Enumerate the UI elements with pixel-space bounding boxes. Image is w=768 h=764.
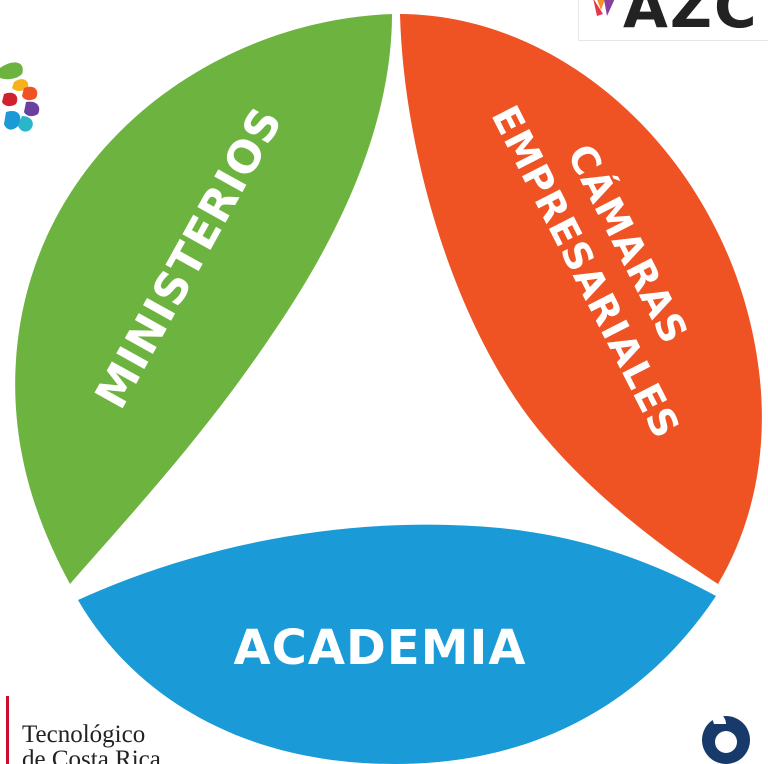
azc-logo-text: AZC (623, 0, 759, 41)
azc-mark-red (593, 0, 603, 16)
azc-logo: AZC (578, 0, 768, 41)
azc-mark-orange (597, 0, 605, 10)
logo-petal-orange (22, 86, 38, 101)
logo-petal-cyan (18, 116, 33, 132)
circular-logo-icon (702, 711, 750, 764)
tecnologico-logo-bar (6, 696, 9, 764)
circular-logo-notch (710, 711, 726, 724)
tecnologico-logo: Tecnológico de Costa Rica (0, 692, 200, 764)
logo-petal-red (2, 92, 18, 107)
colorful-flower-logo-icon (0, 62, 40, 132)
segment-camaras-empresariales (400, 14, 762, 584)
segment-ministerios (15, 14, 393, 584)
azc-mark-purple (604, 0, 615, 16)
logo-petal-green (0, 62, 23, 80)
circular-logo-inner (715, 731, 737, 753)
tecnologico-line1: Tecnológico (22, 721, 146, 748)
tecnologico-line2: de Costa Rica (22, 746, 161, 764)
logo-petal-purple (24, 101, 40, 117)
azc-mark-icon (593, 0, 615, 16)
segment-academia (78, 524, 716, 764)
label-academia: ACADEMIA (234, 620, 527, 676)
logo-petal-blue (4, 110, 21, 130)
